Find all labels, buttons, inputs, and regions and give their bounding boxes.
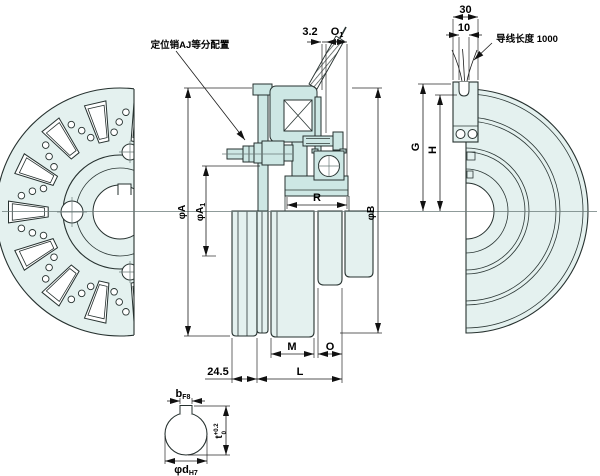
dim-L: L (297, 366, 304, 378)
dim-bore: φdH7 (174, 464, 198, 476)
pin-note-leader (175, 50, 246, 141)
edge-nib-1 (466, 151, 476, 161)
terminal-block (452, 81, 479, 143)
dim-o1: O1 (331, 26, 344, 39)
bearing-assembly (311, 148, 347, 181)
dim-phiA: φA (177, 205, 188, 219)
armature-rim-cap (252, 83, 273, 96)
dim-phiA1: φA1 (195, 203, 207, 221)
section-view (222, 26, 374, 338)
edge-nib-2 (466, 170, 474, 179)
side-view (451, 48, 589, 334)
dim-R: R (313, 192, 321, 204)
wire-note-leader (473, 42, 493, 61)
bore-keyway (117, 183, 132, 195)
dimension-lines (165, 14, 493, 464)
coil-section (283, 99, 313, 132)
dim-G: G (410, 143, 422, 152)
dim-gap: 3.2 (302, 26, 317, 38)
dim-phiB: φB (366, 206, 377, 220)
lead-wires-top (451, 48, 478, 82)
positioning-pin (222, 140, 294, 166)
dim-key-width: bF8 (176, 388, 191, 401)
side-disc-outline (465, 88, 589, 334)
terminal-screw-left (455, 129, 466, 139)
dim-10: 10 (458, 22, 470, 34)
clamp-bolt (302, 131, 344, 151)
labels: 定位销AJ等分配置 导线长度 1000 3.2 O1 30 10 φA φA1 … (150, 4, 558, 476)
bore-detail (164, 405, 208, 456)
side-bore (465, 182, 495, 240)
disc-slots (8, 100, 134, 324)
detail-keyway (179, 405, 193, 414)
dim-30: 30 (459, 4, 471, 16)
dim-M: M (287, 341, 296, 353)
wire-slot (458, 82, 470, 97)
dim-H: H (427, 146, 439, 154)
terminal-screw-right (467, 129, 478, 139)
housing-stem (291, 141, 308, 179)
section-upper-mechanism (222, 26, 350, 212)
wire-note-label: 导线长度 1000 (496, 33, 558, 45)
dim-O: O (326, 341, 335, 353)
pin-note-label: 定位销AJ等分配置 (150, 39, 230, 51)
section-lower-profile (231, 210, 374, 338)
extension-lines (164, 19, 479, 464)
dim-offset: 24.5 (207, 366, 228, 378)
bolt-holes (57, 141, 134, 283)
front-view-disc (0, 87, 134, 337)
